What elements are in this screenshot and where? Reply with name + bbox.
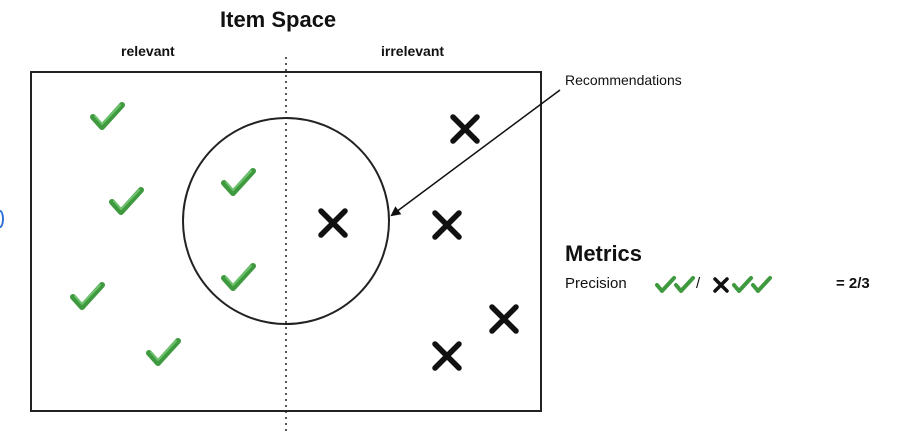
precision-denominator-cross-icon (713, 277, 729, 293)
precision-value: = 2/3 (836, 275, 870, 292)
relevant-item-check-icon (149, 341, 178, 363)
diagram-title: Item Space (220, 7, 337, 32)
recommendations-label: Recommendations (565, 72, 682, 88)
precision-numerator-check-icon (674, 276, 695, 293)
precision-denominator-check-icon (751, 276, 772, 293)
metrics-heading: Metrics (565, 241, 643, 266)
relevant-label: relevant (121, 43, 175, 59)
irrelevant-label: irrelevant (381, 43, 445, 59)
recommended-irrelevant-cross-icon (321, 211, 345, 235)
irrelevant-item-cross-icon (492, 307, 516, 331)
relevant-item-check-icon (93, 105, 122, 127)
precision-numerator-check-icon (655, 276, 676, 293)
relevant-item-check-icon (112, 190, 141, 212)
precision-denominator-check-icon (732, 276, 753, 293)
recommendations-circle (182, 117, 390, 325)
precision-label: Precision (565, 275, 627, 292)
recommendations-arrow (390, 89, 561, 217)
recommended-relevant-check-icon (224, 266, 253, 288)
precision-slash: / (696, 275, 701, 292)
irrelevant-item-cross-icon (453, 117, 477, 141)
irrelevant-item-cross-icon (435, 344, 459, 368)
irrelevant-item-cross-icon (435, 213, 459, 237)
recommended-relevant-check-icon (224, 171, 253, 193)
relevant-item-check-icon (73, 285, 102, 307)
